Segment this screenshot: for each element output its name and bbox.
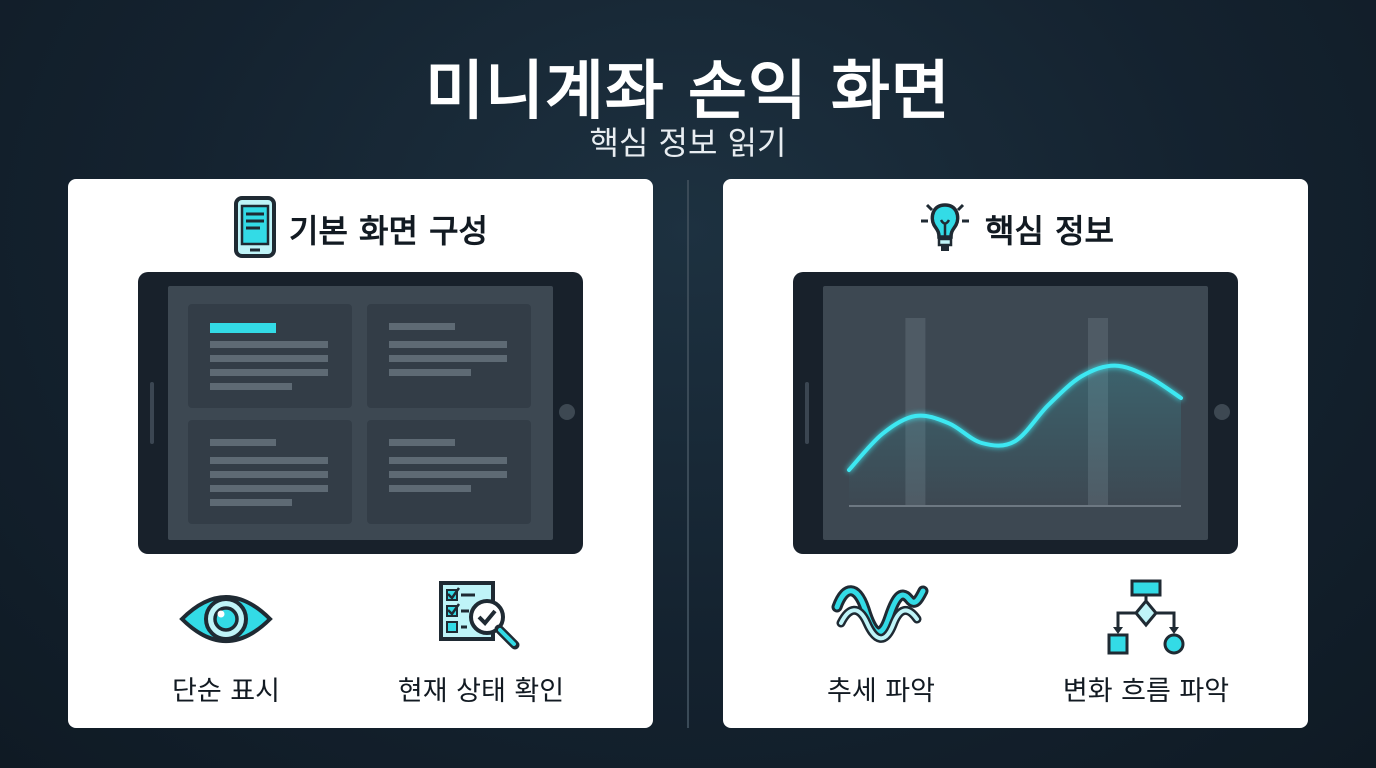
key-info-header: 핵심 정보 <box>723 199 1308 259</box>
card-text-line <box>389 457 507 464</box>
tablet-icon <box>233 195 277 263</box>
card-text-line <box>210 355 328 362</box>
card-heading-line <box>389 323 455 330</box>
trend-line-chart <box>847 318 1183 507</box>
card-text-line <box>210 485 328 492</box>
card-text-line <box>210 341 328 348</box>
card-text-line <box>210 383 292 390</box>
info-card <box>188 420 352 524</box>
card-text-line <box>210 499 292 506</box>
feature-status-check: 현재 상태 확인 <box>381 579 581 719</box>
page-title: 미니계좌 손익 화면 <box>425 55 951 129</box>
checklist-magnifier-icon <box>435 579 527 663</box>
feature-trend: 추세 파악 <box>781 579 981 719</box>
info-card <box>188 304 352 408</box>
card-text-line <box>210 457 328 464</box>
page-subtitle: 핵심 정보 읽기 <box>589 124 787 162</box>
tablet-screen <box>823 286 1208 540</box>
eye-icon <box>178 579 274 663</box>
feature-label: 추세 파악 <box>827 676 935 707</box>
card-text-line <box>389 355 507 362</box>
tablet-home-button <box>559 404 575 420</box>
card-heading-line <box>210 323 276 333</box>
feature-simple-display: 단순 표시 <box>126 579 326 719</box>
feature-label: 단순 표시 <box>172 676 280 707</box>
tablet-side-button <box>805 382 809 444</box>
wave-icon <box>831 579 931 659</box>
card-text-line <box>210 369 328 376</box>
key-info-title: 핵심 정보 <box>985 212 1114 250</box>
card-text-line <box>389 485 471 492</box>
tablet-mockup-layout <box>138 272 583 554</box>
card-text-line <box>389 341 507 348</box>
card-heading-line <box>210 439 276 446</box>
feature-label: 변화 흐름 파악 <box>1062 676 1230 707</box>
tablet-home-button <box>1214 404 1230 420</box>
trend-series-line <box>847 363 1183 472</box>
info-card <box>367 304 531 408</box>
feature-label: 현재 상태 확인 <box>397 676 565 707</box>
basic-screen-header: 기본 화면 구성 <box>68 196 653 259</box>
flowchart-icon <box>1106 579 1186 663</box>
tablet-side-button <box>150 382 154 444</box>
tablet-mockup-chart <box>793 272 1238 554</box>
card-text-line <box>389 471 507 478</box>
tablet-screen <box>168 286 553 540</box>
info-card <box>367 420 531 524</box>
basic-screen-panel: 기본 화면 구성 <box>68 179 653 728</box>
card-text-line <box>210 471 328 478</box>
card-heading-line <box>389 439 455 446</box>
center-divider <box>687 180 689 728</box>
feature-change-flow: 변화 흐름 파악 <box>1046 579 1246 719</box>
key-info-panel: 핵심 정보 <box>723 179 1308 728</box>
trend-area-fill <box>849 365 1181 506</box>
basic-screen-title: 기본 화면 구성 <box>289 212 488 250</box>
card-text-line <box>389 369 471 376</box>
lightbulb-icon <box>917 197 973 261</box>
